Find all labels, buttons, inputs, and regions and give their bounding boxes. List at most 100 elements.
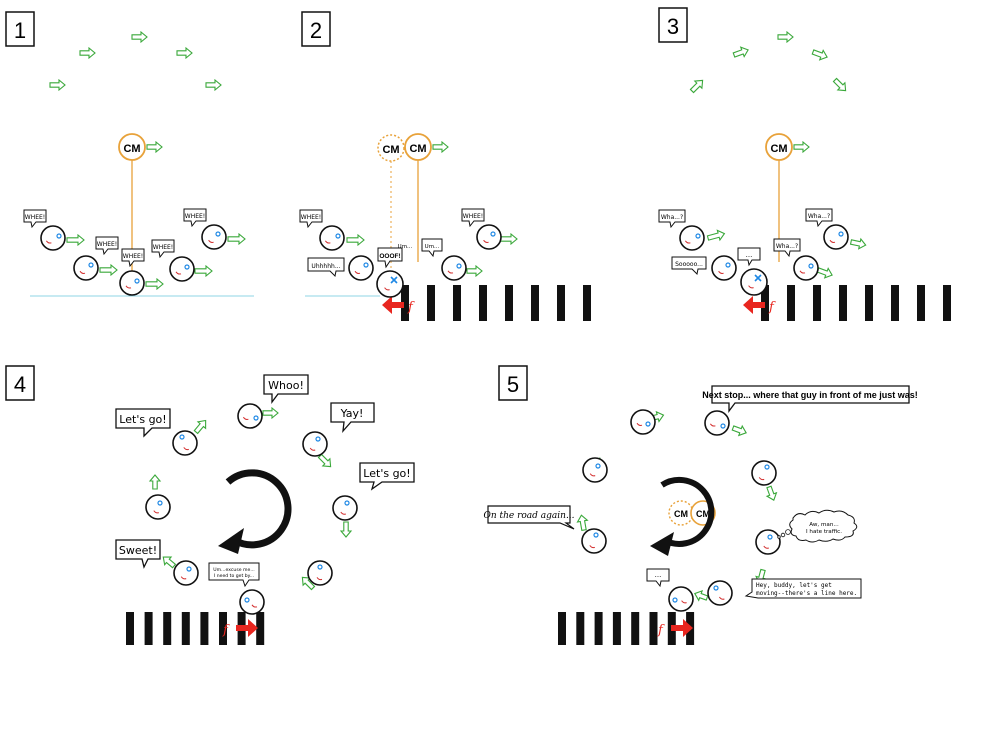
- speech-bubbles: WHEE! WHEE! WHEE! WHEE! WHEE! WHEE! WHEE…: [23, 208, 918, 599]
- cm-marker-panel-5-old: CM: [668, 500, 694, 526]
- wheel: [145, 494, 171, 520]
- cm-label: CM: [123, 143, 140, 155]
- speech-bubble: ...: [646, 568, 670, 588]
- wheel: [581, 528, 607, 554]
- wheel: [73, 255, 99, 281]
- crosswalk-stripe: [839, 285, 847, 321]
- velocity-arrow: [832, 77, 847, 92]
- mouth: [45, 240, 52, 244]
- velocity-arrow: [162, 556, 177, 569]
- speech-bubble: Uhhhhh...: [307, 257, 345, 278]
- wheel: [332, 495, 358, 521]
- eye: [157, 500, 163, 506]
- bubble-text: WHEE!: [153, 244, 173, 251]
- eye: [720, 423, 726, 429]
- velocity-arrow: [706, 229, 726, 242]
- mouth: [208, 239, 214, 243]
- crosswalk-stripe: [200, 612, 209, 645]
- speech-bubble: WHEE!: [121, 248, 145, 268]
- mouth: [589, 473, 596, 477]
- wheel: [348, 255, 374, 281]
- wheel: [711, 255, 737, 281]
- speech-bubble: Um...: [421, 238, 443, 258]
- mouth: [251, 604, 258, 608]
- mouth: [483, 239, 489, 243]
- friction-label: f: [222, 623, 230, 638]
- wheels: [40, 224, 849, 615]
- crosswalk-stripe: [631, 612, 640, 645]
- mouth: [125, 285, 132, 289]
- eye: [645, 421, 651, 427]
- velocity-arrow: [301, 576, 316, 591]
- bubble-text: Uhhhhh...: [311, 263, 340, 270]
- bubble-text: Next stop... where that guy in front of …: [702, 390, 918, 400]
- velocity-arrow: [731, 424, 747, 437]
- panel-number-1-label: 1: [14, 18, 26, 43]
- speech-bubble: OOOF!: [377, 247, 403, 269]
- crosswalk-stripe: [163, 612, 172, 645]
- speech-bubble: Um...excuse me... I need to get by...: [208, 562, 260, 588]
- eye: [315, 436, 321, 442]
- eye: [593, 532, 599, 538]
- mouth: [242, 416, 249, 420]
- bubble-text: WHEE!: [25, 214, 45, 221]
- crosswalk-stripe: [531, 285, 539, 321]
- friction-label: f: [768, 300, 776, 315]
- speech-bubble: Whoo!: [263, 374, 309, 404]
- bubble-text: moving--there's a line here.: [756, 590, 857, 597]
- wheel: [630, 409, 656, 435]
- wheel: [119, 270, 145, 296]
- wheel: [307, 560, 333, 586]
- velocity-arrow: [499, 232, 518, 246]
- friction-label: f: [657, 623, 665, 638]
- eye: [767, 534, 773, 540]
- speech-bubble: WHEE!: [299, 209, 323, 229]
- eye: [672, 597, 678, 603]
- wheel: [169, 256, 195, 282]
- friction-arrow: f: [657, 619, 693, 638]
- velocity-arrow: [176, 46, 193, 60]
- eye: [808, 263, 814, 269]
- cm-label: CM: [674, 509, 688, 519]
- crosswalk-stripe: [219, 612, 227, 645]
- panel-number-4: 4: [5, 365, 35, 401]
- mouth: [636, 422, 643, 426]
- velocity-arrow: [816, 267, 833, 279]
- velocity-arrow: [689, 79, 704, 94]
- mouth: [340, 511, 346, 515]
- crosswalk-stripe: [917, 285, 925, 321]
- mouth: [316, 577, 323, 581]
- eye: [390, 276, 398, 284]
- velocity-arrow: [66, 233, 85, 247]
- mouth: [718, 270, 724, 274]
- velocity-arrow: [811, 49, 828, 61]
- mouth: [324, 240, 331, 244]
- bubble-text: Whoo!: [268, 379, 304, 392]
- velocity-arrow: [576, 514, 589, 532]
- velocity-arrow: [194, 264, 213, 278]
- bubble-text: Let's go!: [119, 413, 166, 426]
- eye: [363, 262, 369, 268]
- wheel: [704, 410, 730, 436]
- speech-bubble: Sweet!: [115, 539, 161, 569]
- eye: [134, 278, 140, 284]
- eye: [713, 585, 719, 591]
- eye: [344, 500, 350, 506]
- cm-label: CM: [770, 143, 787, 155]
- wheel: [668, 586, 694, 612]
- bubble-text: OOOF!: [379, 253, 400, 260]
- velocity-arrow: [339, 521, 353, 538]
- crosswalk-stripe: [126, 612, 134, 645]
- velocity-arrow: [466, 264, 483, 278]
- speech-bubble: Let's go!: [359, 462, 415, 491]
- eye: [754, 274, 762, 282]
- panel-number-1: 1: [5, 11, 35, 47]
- wheel: [751, 460, 777, 486]
- wheel: [823, 224, 849, 250]
- speech-bubble: Wha...?: [805, 208, 833, 228]
- wheel: [679, 225, 705, 251]
- velocity-arrow: [131, 30, 148, 44]
- cm-label: CM: [409, 143, 426, 155]
- bubble-text: Let's go!: [363, 467, 410, 480]
- eye: [595, 463, 601, 469]
